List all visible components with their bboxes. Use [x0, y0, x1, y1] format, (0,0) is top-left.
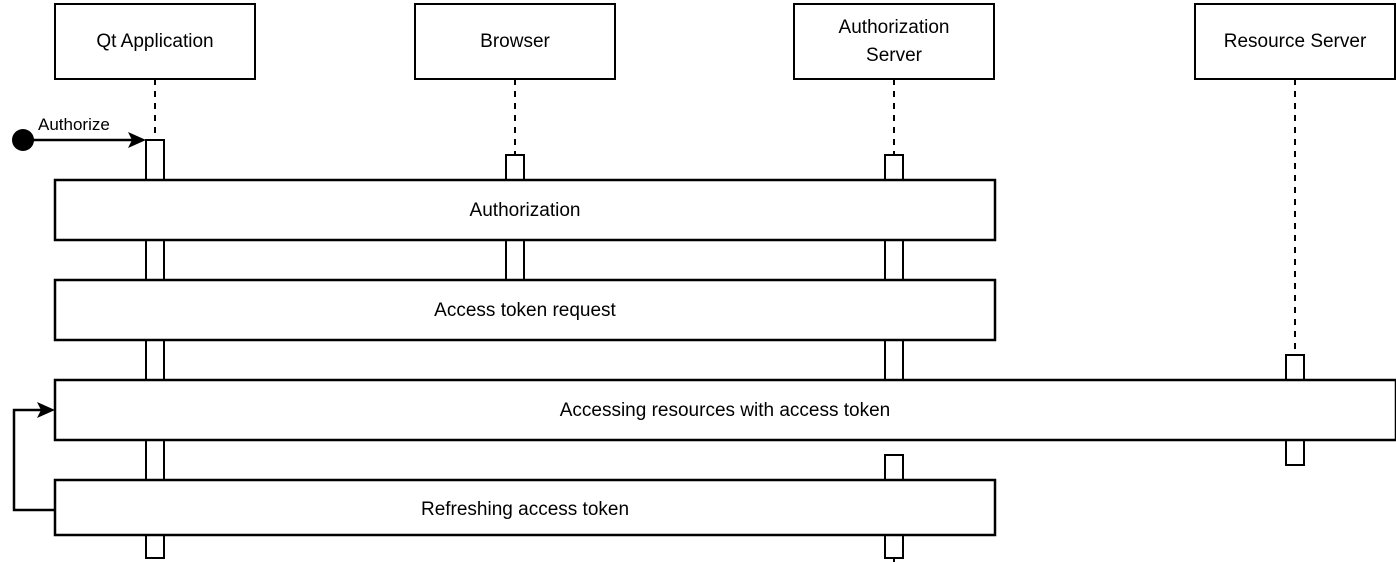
participant-authorization-server-frame[interactable]: [793, 3, 995, 80]
participant-browser-frame[interactable]: [414, 3, 616, 80]
ref-box-refreshing-access-token[interactable]: Refreshing access token: [53, 478, 997, 537]
activation-authorization-server-2: [884, 238, 904, 282]
ref-box-accessing-resources[interactable]: Accessing resources with access token: [53, 378, 1396, 442]
activation-authorization-server-4: [884, 454, 904, 482]
ref-box-accessing-resources-label: Accessing resources with access token: [560, 400, 891, 421]
participant-browser[interactable]: Browser: [414, 3, 616, 80]
participant-resource-server[interactable]: Resource Server: [1194, 3, 1396, 80]
refresh-loop-arrow-path: [12, 408, 55, 512]
reference-boxes-layer: Authorization Access token request Acces…: [53, 178, 1396, 537]
ref-box-access-token-request-label: Access token request: [434, 300, 616, 321]
ref-box-authorization-label: Authorization: [470, 200, 581, 221]
message-authorize-arrowhead: [128, 132, 146, 148]
message-authorize-label: Authorize: [38, 115, 110, 134]
ref-box-authorization[interactable]: Authorization: [53, 178, 997, 242]
activation-resource-server-2: [1285, 438, 1305, 466]
ref-box-authorization-frame[interactable]: [53, 178, 997, 242]
activation-authorization-server-1: [884, 154, 904, 182]
participant-authorization-server-label-line2: Server: [866, 45, 923, 66]
participant-authorization-server-label-line1: Authorization: [839, 17, 950, 38]
activation-browser-1: [505, 154, 525, 182]
participants-layer: Qt Application Browser Authorization Ser…: [54, 3, 1396, 80]
participant-resource-server-frame[interactable]: [1194, 3, 1396, 80]
message-authorize[interactable]: Authorize: [12, 115, 146, 151]
activation-qt-application-bottom-stub: [145, 533, 165, 559]
ref-box-refreshing-access-token-frame[interactable]: [53, 478, 997, 537]
ref-box-refreshing-access-token-label: Refreshing access token: [421, 499, 629, 520]
ref-box-access-token-request[interactable]: Access token request: [53, 278, 997, 342]
ref-box-access-token-request-frame[interactable]: [53, 278, 997, 342]
participant-qt-application-label: Qt Application: [96, 31, 213, 52]
participant-resource-server-label: Resource Server: [1224, 31, 1367, 52]
refresh-loop-arrowhead: [37, 402, 55, 418]
ref-box-accessing-resources-frame[interactable]: [53, 378, 1396, 442]
participant-qt-application[interactable]: Qt Application: [54, 3, 256, 80]
activation-authorization-server-5: [884, 533, 904, 559]
activation-browser-2: [505, 238, 525, 282]
activation-resource-server-1: [1285, 354, 1305, 382]
participant-browser-label: Browser: [480, 31, 550, 52]
refresh-loop-arrow[interactable]: [12, 402, 55, 512]
participant-authorization-server[interactable]: Authorization Server: [793, 3, 995, 80]
participant-qt-application-frame[interactable]: [54, 3, 256, 80]
activation-authorization-server-3: [884, 338, 904, 382]
